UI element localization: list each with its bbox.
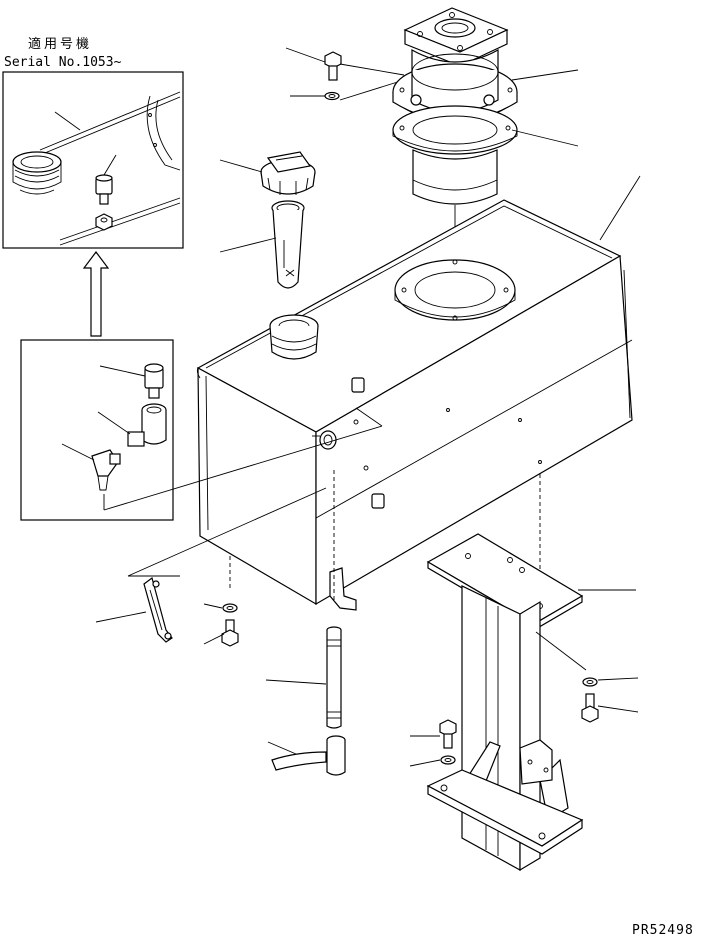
hydraulic-tank bbox=[196, 199, 633, 611]
strainer bbox=[271, 200, 305, 289]
breather-fitting bbox=[144, 363, 164, 399]
drain-valve bbox=[271, 735, 346, 776]
drawing-number: PR52498 bbox=[632, 923, 694, 938]
applicable-models-label: 適用号機 bbox=[28, 36, 92, 52]
top-bolt bbox=[324, 51, 342, 81]
inset-breather bbox=[95, 174, 113, 205]
leader-strainer bbox=[219, 237, 277, 253]
inset-filler-neck bbox=[12, 151, 62, 195]
leader-cap bbox=[219, 159, 263, 173]
fitting-detail-box bbox=[20, 339, 174, 521]
stand-washer bbox=[582, 677, 598, 687]
filler-cap bbox=[260, 151, 316, 195]
drain-pipe bbox=[326, 626, 342, 729]
serial-number-label: Serial No.1053~ bbox=[4, 55, 122, 70]
pump-assembly bbox=[392, 7, 518, 205]
tank-stand bbox=[426, 533, 584, 872]
elbow-fitting bbox=[91, 449, 121, 491]
tank-washer bbox=[222, 603, 238, 613]
base-washer bbox=[440, 755, 456, 765]
tank-bolt bbox=[221, 619, 239, 647]
up-arrow bbox=[82, 251, 110, 337]
top-washer bbox=[324, 91, 340, 101]
inset-detail-box bbox=[2, 71, 184, 249]
base-bolt bbox=[439, 719, 457, 749]
connector-fitting bbox=[127, 403, 167, 447]
level-gauge bbox=[143, 576, 173, 643]
stand-bolt bbox=[581, 693, 599, 723]
inset-nut bbox=[95, 213, 113, 231]
